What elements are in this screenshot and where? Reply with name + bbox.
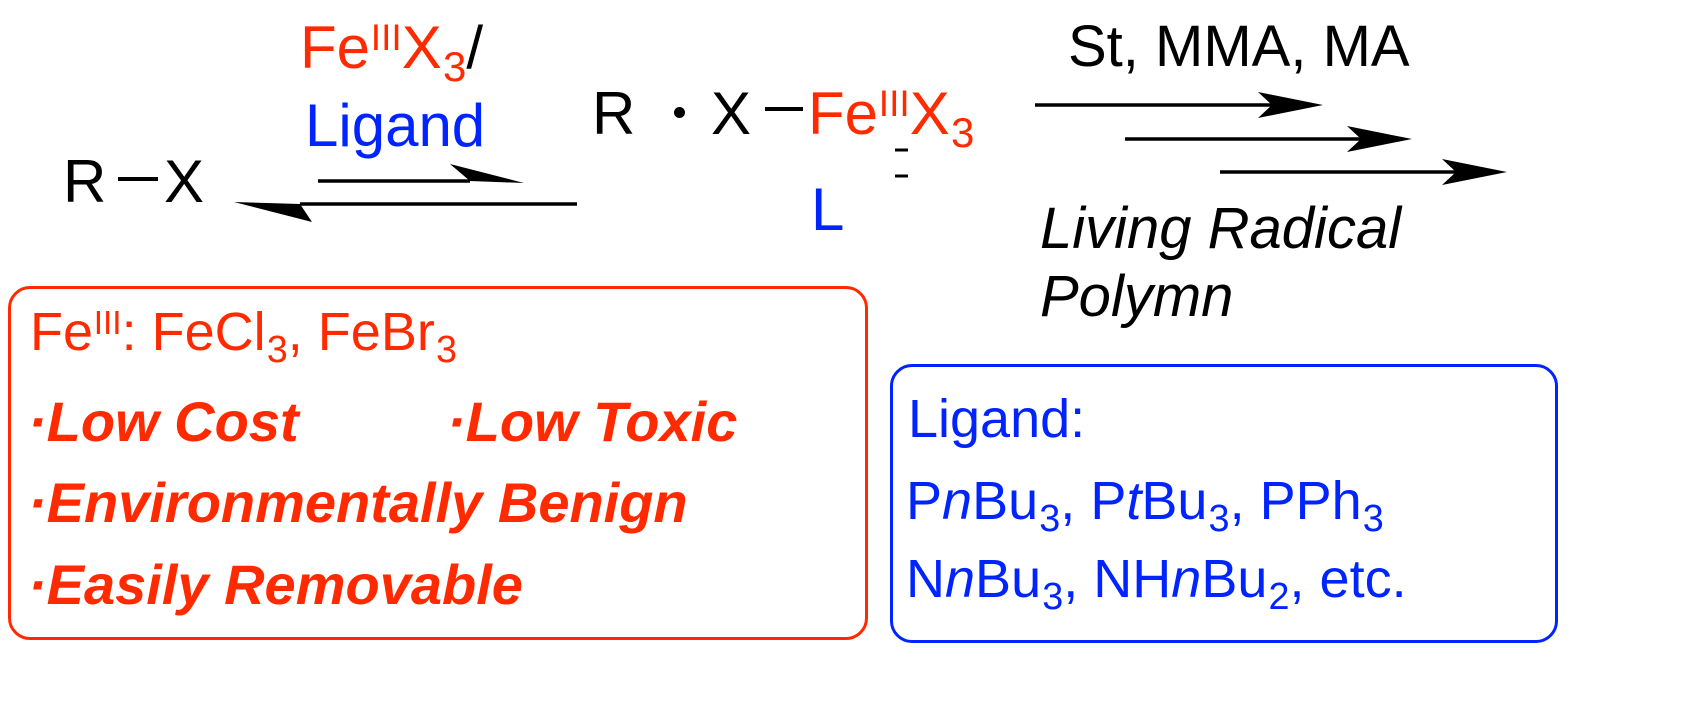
fe-box-fe: Fe (30, 302, 94, 362)
catalyst-slash: / (466, 14, 484, 81)
ligand-pnbu3-n: n (942, 471, 973, 531)
intermediate-x: X (711, 80, 752, 147)
fe-box-ox: III (93, 304, 122, 342)
ligand-pnbu3-p: P (906, 471, 943, 531)
intermediate-x2-sub: 3 (951, 109, 975, 157)
catalyst-feX3: FeIIIX3/ (300, 16, 483, 88)
ligand-pph3-pph: PPh (1259, 471, 1362, 531)
catalyst-ligand: Ligand (305, 92, 486, 159)
catalyst-x: X (401, 14, 442, 81)
fe-box-sep: , (287, 302, 318, 362)
intermediate-x2: X (909, 80, 950, 147)
ligand-nhnbu2-nh: NH (1093, 549, 1172, 609)
ligand-row2-sep1: , (1063, 549, 1094, 609)
feature-environmentally-benign: ·Environmentally Benign (28, 471, 688, 534)
ligand-nhnbu2-sub: 2 (1268, 576, 1290, 619)
intermediate-r: R (592, 80, 636, 147)
ligand-nnbu3-bu: Bu (975, 549, 1042, 609)
propagation-arrow-1 (1035, 92, 1323, 118)
fe-box-fecl: FeCl (151, 302, 266, 362)
fe-box-febr: FeBr (317, 302, 435, 362)
propagation-arrow-2 (1125, 126, 1412, 152)
ligand-pph3-sub: 3 (1362, 498, 1384, 541)
process-line2: Polymn (1040, 264, 1234, 329)
ligand-nnbu3-n1: N (906, 549, 945, 609)
ligand-nhnbu2-n: n (1171, 549, 1202, 609)
ligand-row1-sep2: , (1229, 471, 1260, 531)
ligand-ptbu3-bu: Bu (1141, 471, 1208, 531)
forward-equilibrium-arrow (318, 164, 524, 183)
fe-box-heading: FeIII: FeCl3, FeBr3 (30, 302, 457, 369)
ligand-box-title: Ligand: (908, 389, 1086, 449)
ligand-box (890, 364, 1558, 643)
feature-low-toxic: ·Low Toxic (447, 390, 738, 453)
ligand-nhnbu2-bu: Bu (1201, 549, 1268, 609)
intermediate-ligand-l: L (811, 176, 845, 243)
reactant-r: R (63, 148, 107, 215)
ligand-ptbu3-sub: 3 (1208, 498, 1230, 541)
propagation-arrow-3 (1220, 159, 1507, 185)
fe-box-colon: : (121, 302, 152, 362)
ligand-nnbu3-sub: 3 (1042, 576, 1064, 619)
ligand-nnbu3-n: n (945, 549, 976, 609)
monomers-label: St, MMA, MA (1068, 14, 1410, 79)
catalyst-x-sub: 3 (443, 43, 467, 91)
catalyst-fe: Fe (300, 14, 371, 81)
intermediate-radical: R (592, 84, 686, 144)
feature-low-cost: ·Low Cost (28, 390, 299, 453)
catalyst-fe-oxidation: III (370, 16, 402, 59)
ligand-pnbu3-sub: 3 (1039, 498, 1061, 541)
ligand-row1-sep1: , (1060, 471, 1091, 531)
intermediate-feX3: FeIIIX3 (808, 82, 974, 154)
fe-box-fecl-sub: 3 (266, 329, 288, 372)
reactant-x: X (164, 148, 205, 215)
radical-dot (674, 106, 686, 118)
feature-easily-removable: ·Easily Removable (28, 553, 523, 616)
fe-box-febr-sub: 3 (435, 329, 457, 372)
ligand-ptbu3-t: t (1126, 471, 1142, 531)
reverse-equilibrium-arrow (234, 202, 577, 222)
ligand-row-2: NnBu3, NHnBu2, etc. (906, 549, 1407, 616)
ligand-pnbu3-bu: Bu (972, 471, 1039, 531)
intermediate-fe: Fe (808, 80, 879, 147)
process-line1: Living Radical (1040, 196, 1402, 261)
ligand-row-1: PnBu3, PtBu3, PPh3 (906, 471, 1384, 538)
intermediate-fe-oxidation: III (878, 82, 910, 125)
fe-catalyst-box (8, 286, 868, 640)
ligand-row2-etc: , etc. (1289, 549, 1407, 609)
ligand-ptbu3-p: P (1090, 471, 1127, 531)
